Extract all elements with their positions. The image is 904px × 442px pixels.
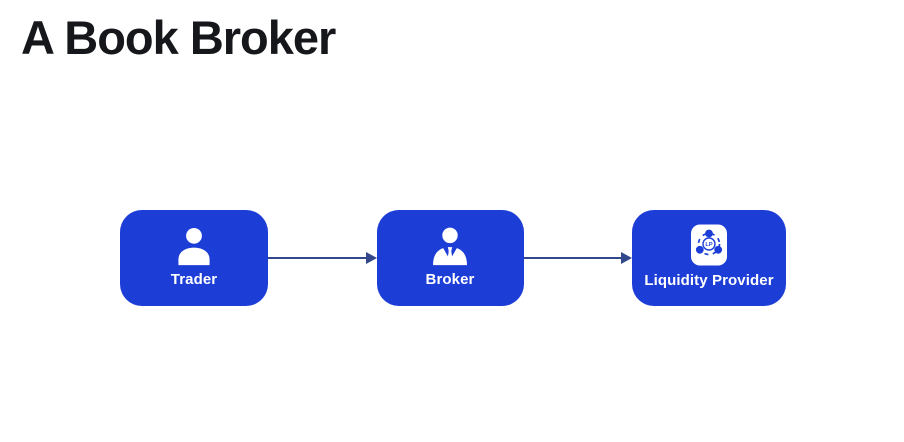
arrow-head-icon — [621, 252, 632, 264]
node-label: Liquidity Provider — [644, 272, 774, 289]
businessman-icon — [428, 224, 472, 266]
node-trader[interactable]: Trader — [120, 210, 268, 306]
flow-diagram: Trader Broker — [120, 210, 786, 306]
node-label: Trader — [170, 271, 218, 288]
arrow-line — [268, 257, 367, 259]
arrow-line — [523, 257, 622, 259]
user-icon — [172, 224, 216, 266]
node-label: Broker — [425, 271, 475, 288]
lp-network-icon: LP — [689, 223, 729, 267]
arrow-head-icon — [365, 252, 377, 264]
page-title: A Book Broker — [21, 11, 336, 64]
node-liquidity-provider[interactable]: LP Liquidity Provider — [632, 210, 786, 306]
lp-icon-text: LP — [705, 242, 712, 248]
arrow-broker-to-lp — [523, 210, 632, 306]
node-broker[interactable]: Broker — [376, 210, 524, 306]
arrow-trader-to-broker — [268, 210, 377, 306]
